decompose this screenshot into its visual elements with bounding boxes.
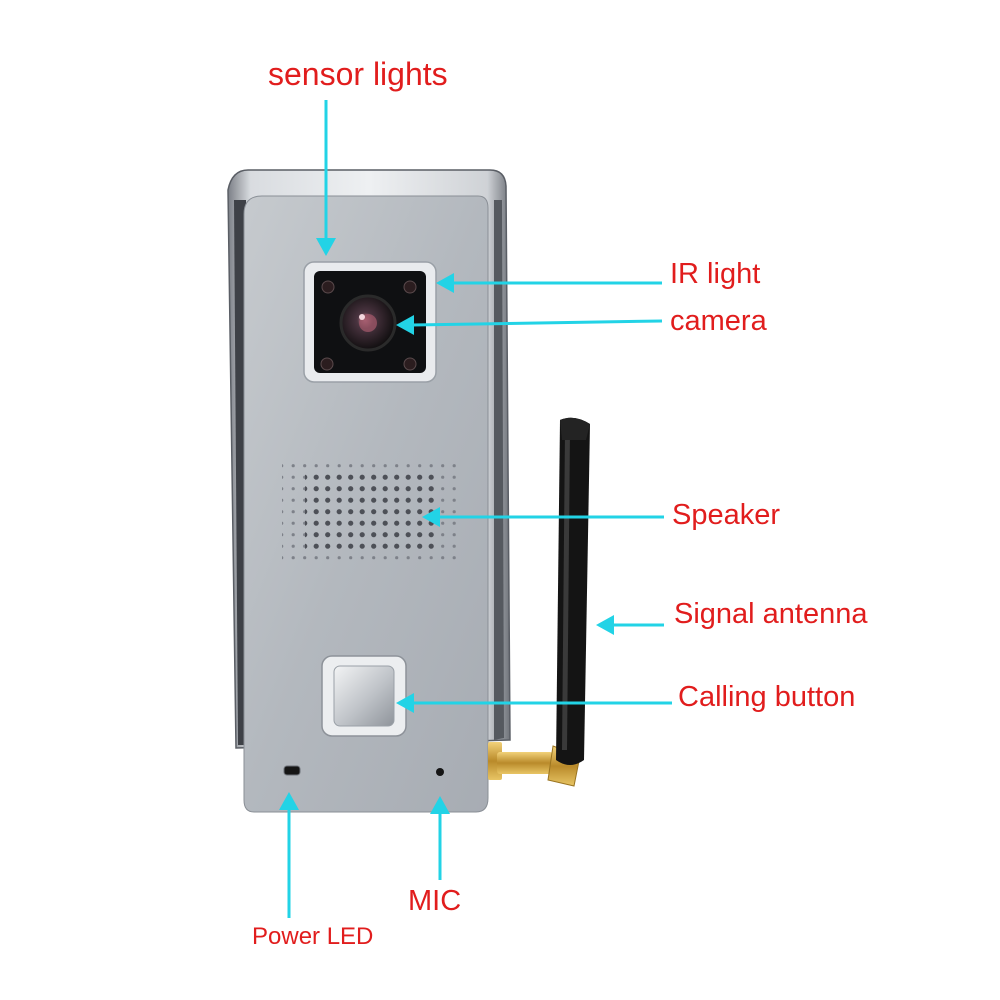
power-led-label: Power LED — [252, 923, 374, 950]
power-led-graphic — [283, 765, 301, 776]
speaker-label: Speaker — [672, 499, 781, 531]
ir-led-bottom-right — [403, 357, 417, 371]
arrow-calling-button — [396, 693, 672, 713]
pointer-arrows — [279, 100, 672, 918]
call-button-graphic — [321, 655, 407, 737]
arrow-sensor-lights — [316, 100, 336, 256]
ir-led-top-right — [403, 280, 417, 294]
sensor-lights-label: sensor lights — [268, 56, 448, 92]
calling-button-label: Calling button — [678, 681, 856, 713]
ir-light-label: IR light — [670, 258, 761, 290]
mic-label: MIC — [408, 885, 462, 917]
antenna-graphic — [488, 417, 590, 787]
arrow-camera — [396, 315, 663, 335]
arrow-power-led — [279, 792, 299, 918]
speaker-grille — [282, 458, 457, 562]
arrow-signal-antenna — [596, 615, 664, 635]
camera-label: camera — [670, 305, 767, 337]
mic-hole-graphic — [436, 768, 444, 776]
camera-module — [303, 261, 437, 383]
ir-led-top-left — [321, 280, 335, 294]
ir-led-bottom-left — [320, 357, 334, 371]
arrow-speaker — [422, 507, 664, 527]
arrow-ir-light — [436, 273, 662, 293]
signal-antenna-label: Signal antenna — [674, 598, 868, 630]
arrow-mic — [430, 796, 450, 880]
